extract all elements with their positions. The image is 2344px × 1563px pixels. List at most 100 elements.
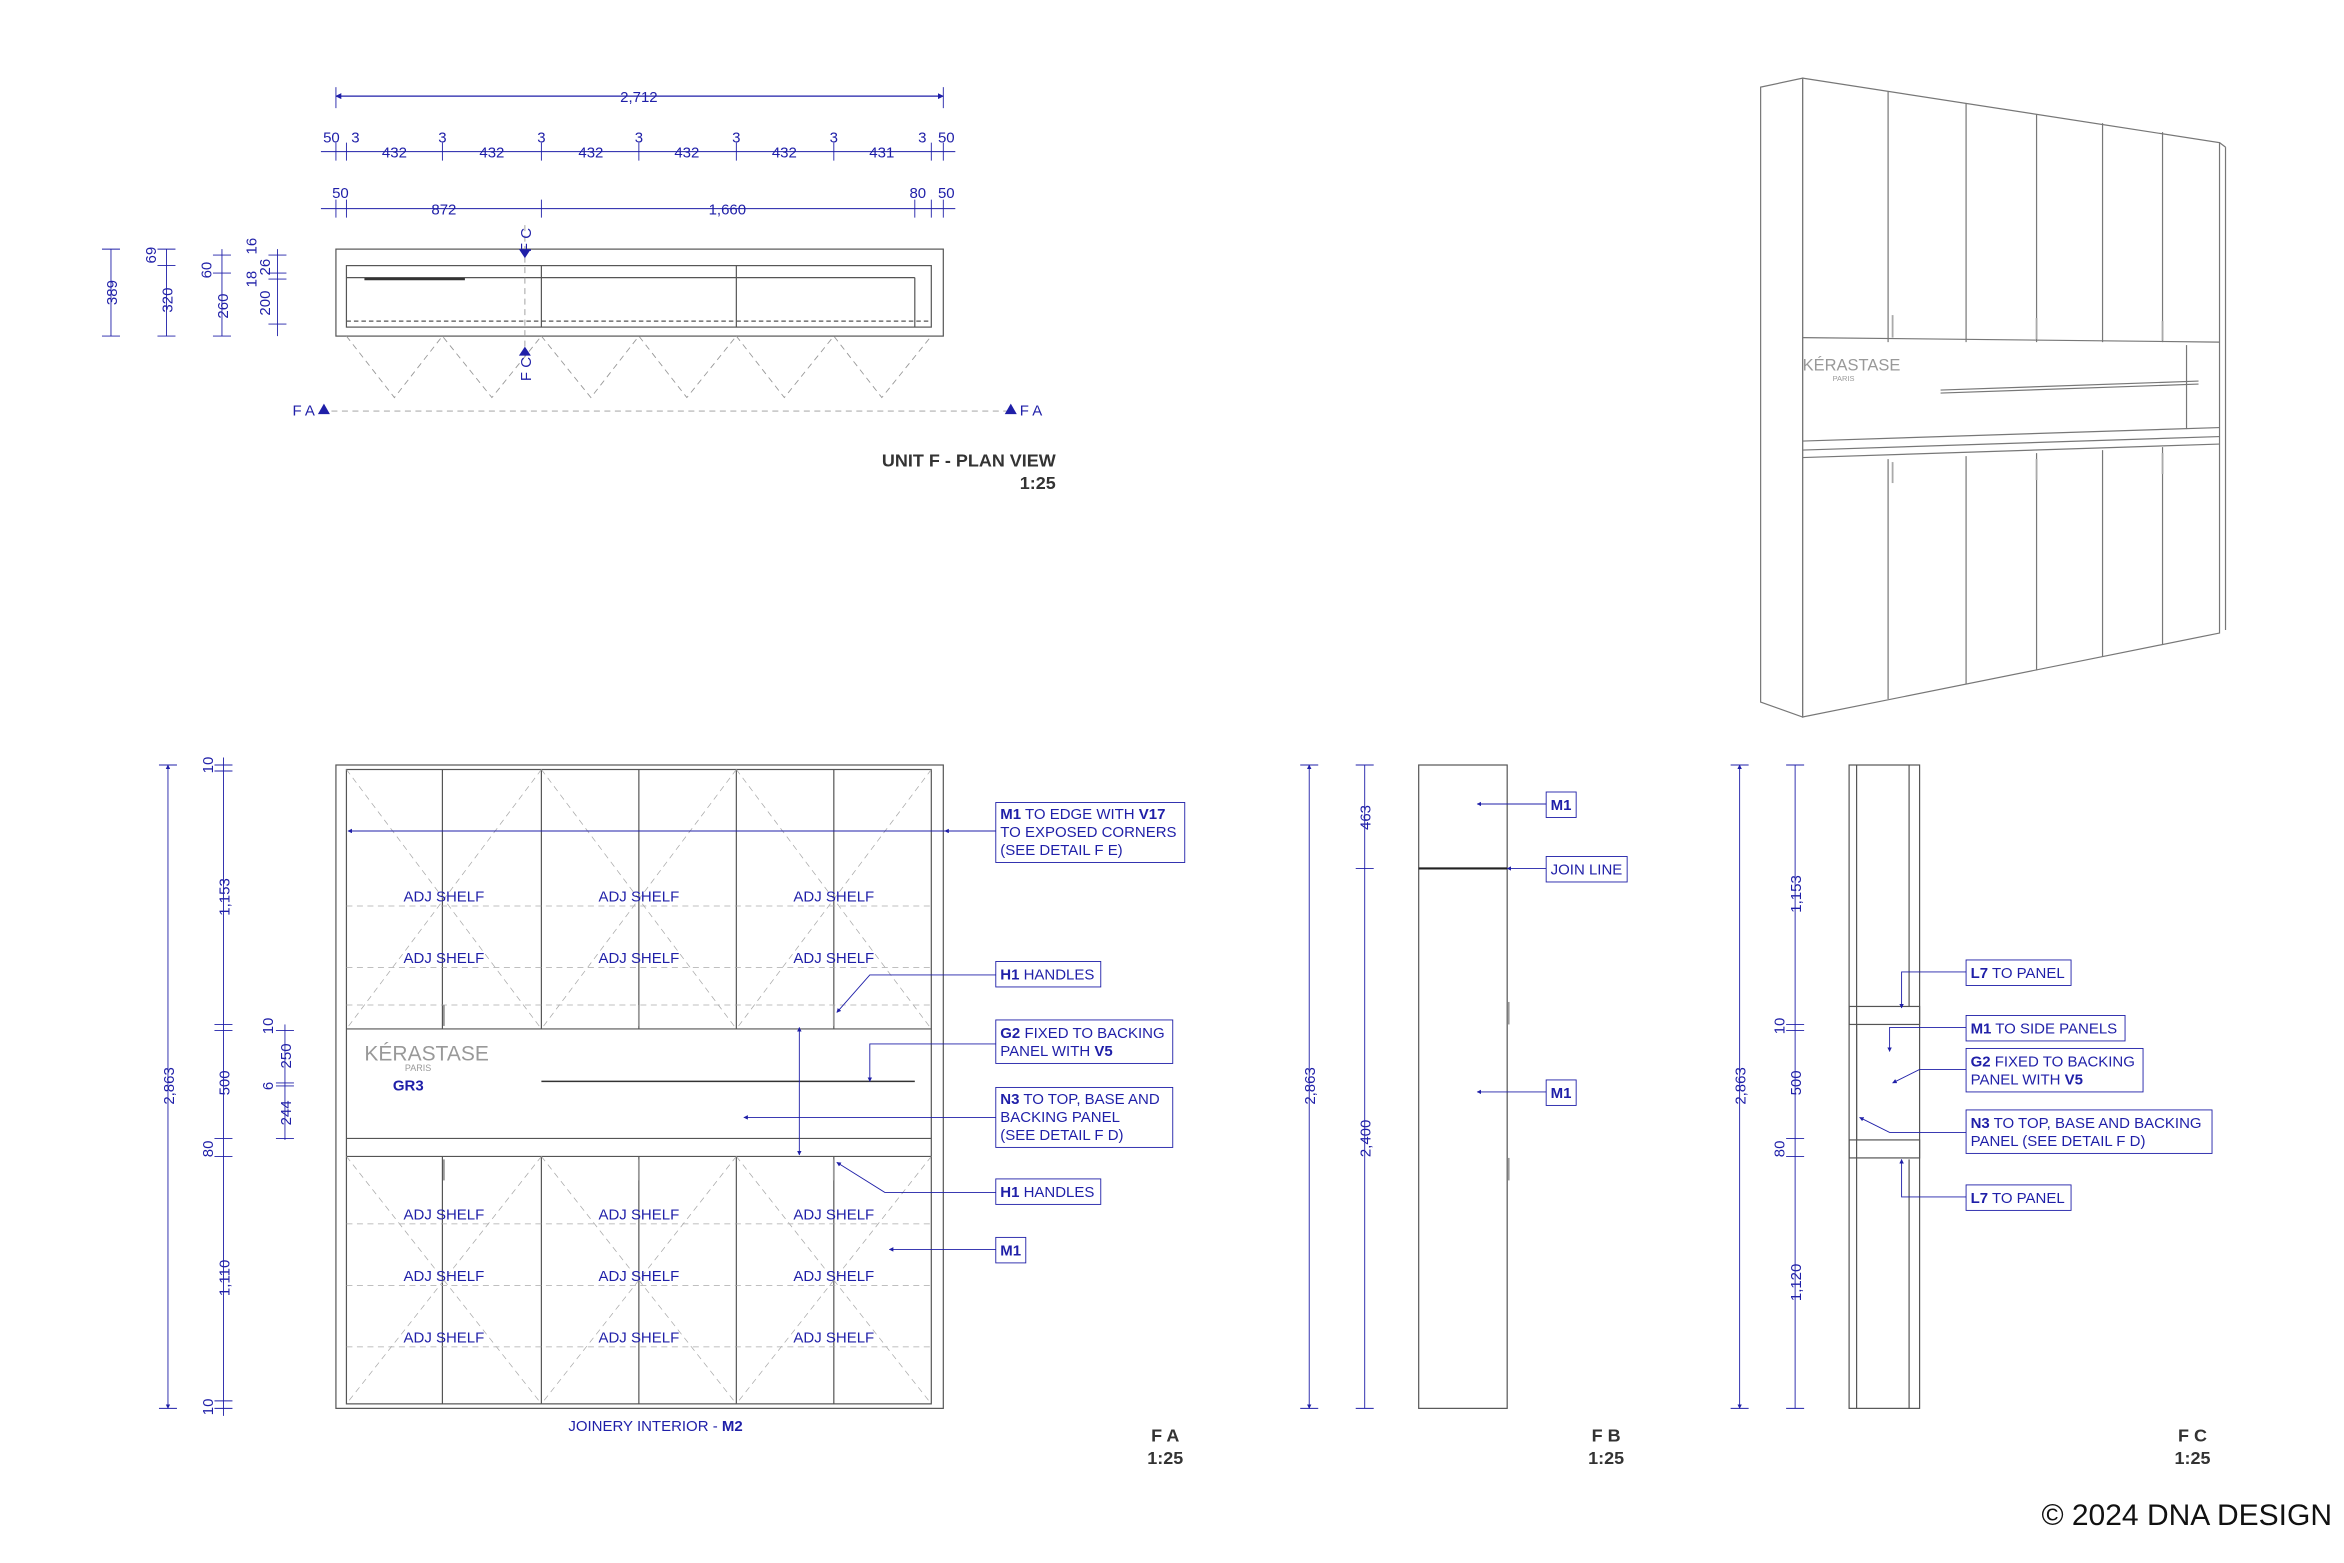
plan-dim: 3 <box>918 130 926 147</box>
fb-dim: 463 <box>1358 805 1375 830</box>
brand-logo-sub: PARIS <box>405 1063 431 1073</box>
fc-callout-n3: N3 TO TOP, BASE AND BACKING <box>1971 1115 2202 1132</box>
shelf-label: ADJ SHELF <box>404 1268 485 1285</box>
fa-dim: 250 <box>278 1043 295 1068</box>
shelf-label: ADJ SHELF <box>598 1268 679 1285</box>
fa-dim: 10 <box>200 1399 217 1416</box>
fb-dim: 2,400 <box>1358 1120 1375 1158</box>
fc-dim: 2,863 <box>1733 1067 1750 1105</box>
plan-dim: 3 <box>438 130 446 147</box>
shelf-label: ADJ SHELF <box>404 950 485 967</box>
fa-dim: 2,863 <box>161 1067 178 1105</box>
shelf-label: ADJ SHELF <box>793 950 874 967</box>
plan-dim: 432 <box>772 145 797 162</box>
plan-dim: 200 <box>257 291 274 316</box>
callout-n3-l3: (SEE DETAIL F D) <box>1000 1127 1123 1144</box>
plan-dim: 432 <box>674 145 699 162</box>
shelf-label: ADJ SHELF <box>404 888 485 905</box>
callout-m1-lower: M1 <box>1000 1242 1021 1259</box>
shelf-label: ADJ SHELF <box>404 1206 485 1223</box>
fb-callout-m1-mid: M1 <box>1551 1085 1572 1102</box>
callout-h1-upper: H1 HANDLES <box>1000 966 1094 983</box>
fc-title: F C <box>2178 1425 2207 1445</box>
fc-callout-g2-l2: PANEL WITH V5 <box>1971 1071 2083 1088</box>
fa-dim: 1,110 <box>216 1260 233 1296</box>
plan-dim: 432 <box>578 145 603 162</box>
fc-dim: 500 <box>1788 1070 1805 1095</box>
plan-overall-dim: 2,712 <box>620 89 658 106</box>
fa-dim: 1,153 <box>216 878 233 916</box>
plan-dim: 431 <box>869 145 894 162</box>
section-marker-fc-bottom: F C <box>518 357 535 381</box>
plan-dim: 18 <box>243 271 260 288</box>
shelf-label: ADJ SHELF <box>598 888 679 905</box>
plan-dim: 50 <box>323 130 340 147</box>
fc-dim: 80 <box>1772 1141 1789 1158</box>
fb-dim: 2,863 <box>1302 1067 1319 1105</box>
fa-dim: 10 <box>260 1018 277 1035</box>
plan-scale: 1:25 <box>1020 473 1056 493</box>
fa-dim: 6 <box>260 1082 277 1090</box>
shelf-label: ADJ SHELF <box>793 1268 874 1285</box>
fb-callout-m1-top: M1 <box>1551 797 1572 814</box>
fc-callout-m1: M1 TO SIDE PANELS <box>1971 1020 2118 1037</box>
shelf-label: ADJ SHELF <box>793 888 874 905</box>
plan-dim: 50 <box>938 130 955 147</box>
finish-code: GR3 <box>393 1077 424 1094</box>
section-marker-fa-right: F A <box>1020 403 1042 420</box>
fa-title: F A <box>1151 1425 1179 1445</box>
plan-dim: 80 <box>909 185 926 202</box>
section-marker-fa-left: F A <box>292 403 314 420</box>
plan-dim: 69 <box>143 247 160 264</box>
shelf-label: ADJ SHELF <box>598 1329 679 1346</box>
plan-dim: 16 <box>243 238 260 255</box>
fa-dim: 80 <box>200 1141 217 1158</box>
callout-m1-edge-l2: TO EXPOSED CORNERS <box>1000 824 1176 841</box>
plan-title: UNIT F - PLAN VIEW <box>882 451 1056 471</box>
plan-dim: 432 <box>382 145 407 162</box>
fc-callout-l7-bottom: L7 TO PANEL <box>1971 1190 2065 1207</box>
shelf-label: ADJ SHELF <box>793 1329 874 1346</box>
fa-dim: 10 <box>200 757 217 774</box>
plan-dim: 389 <box>104 280 121 305</box>
fc-dim: 1,153 <box>1788 875 1805 913</box>
shelf-label: ADJ SHELF <box>404 1329 485 1346</box>
callout-n3-l2: BACKING PANEL <box>1000 1109 1120 1126</box>
fc-scale: 1:25 <box>2175 1448 2211 1468</box>
interior-note: JOINERY INTERIOR - M2 <box>568 1418 742 1435</box>
plan-dim: 50 <box>332 185 349 202</box>
copyright-notice: © 2024 DNA DESIGN <box>2041 1499 2332 1532</box>
fb-title: F B <box>1592 1425 1621 1445</box>
shelf-label: ADJ SHELF <box>598 1206 679 1223</box>
callout-n3: N3 TO TOP, BASE AND <box>1000 1091 1160 1108</box>
callout-g2-l2: PANEL WITH V5 <box>1000 1043 1112 1060</box>
fc-callout-n3-l2: PANEL (SEE DETAIL F D) <box>1971 1133 2146 1150</box>
fc-callout-l7-top: L7 TO PANEL <box>1971 965 2065 982</box>
fc-dim: 1,120 <box>1788 1264 1805 1302</box>
plan-dim: 3 <box>537 130 545 147</box>
shelf-label: ADJ SHELF <box>793 1206 874 1223</box>
elevation-fb: 2,863 463 2,400 M1 JOIN LINE M1 F B 1:25 <box>1300 764 1628 1468</box>
section-marker-fc-top: F C <box>518 228 535 252</box>
plan-dim: 872 <box>431 202 456 219</box>
plan-dim: 3 <box>635 130 643 147</box>
plan-dim: 432 <box>479 145 504 162</box>
plan-dim: 3 <box>732 130 740 147</box>
plan-view: 2,712 50 3 432 3 432 3 432 3 432 3 432 3… <box>101 87 1056 493</box>
plan-dim: 3 <box>830 130 838 147</box>
perspective-brand: KÉRASTASE <box>1803 356 1901 375</box>
fa-dim: 244 <box>278 1100 295 1125</box>
fb-callout-join: JOIN LINE <box>1551 861 1623 878</box>
plan-dim: 3 <box>351 130 359 147</box>
plan-dim: 320 <box>159 288 176 313</box>
plan-dim: 50 <box>938 185 955 202</box>
section-fc: 2,863 1,153 10 500 80 1,120 L7 TO PANEL … <box>1730 764 2213 1468</box>
plan-dim: 260 <box>215 294 232 319</box>
fb-scale: 1:25 <box>1588 1448 1624 1468</box>
fa-dim: 500 <box>216 1070 233 1095</box>
perspective-view: KÉRASTASE PARIS <box>1760 77 2227 718</box>
callout-g2: G2 FIXED TO BACKING <box>1000 1025 1164 1042</box>
callout-h1-lower: H1 HANDLES <box>1000 1184 1094 1201</box>
plan-dim: 26 <box>257 259 274 276</box>
